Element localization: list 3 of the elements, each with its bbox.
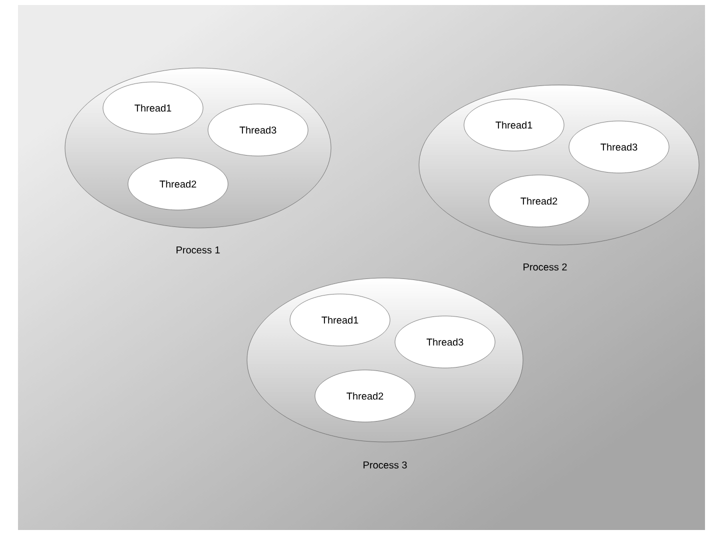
process-label: Process 2 — [524, 263, 567, 271]
process-label: Process 1 — [176, 246, 220, 254]
process-label: Process 3 — [364, 461, 407, 469]
